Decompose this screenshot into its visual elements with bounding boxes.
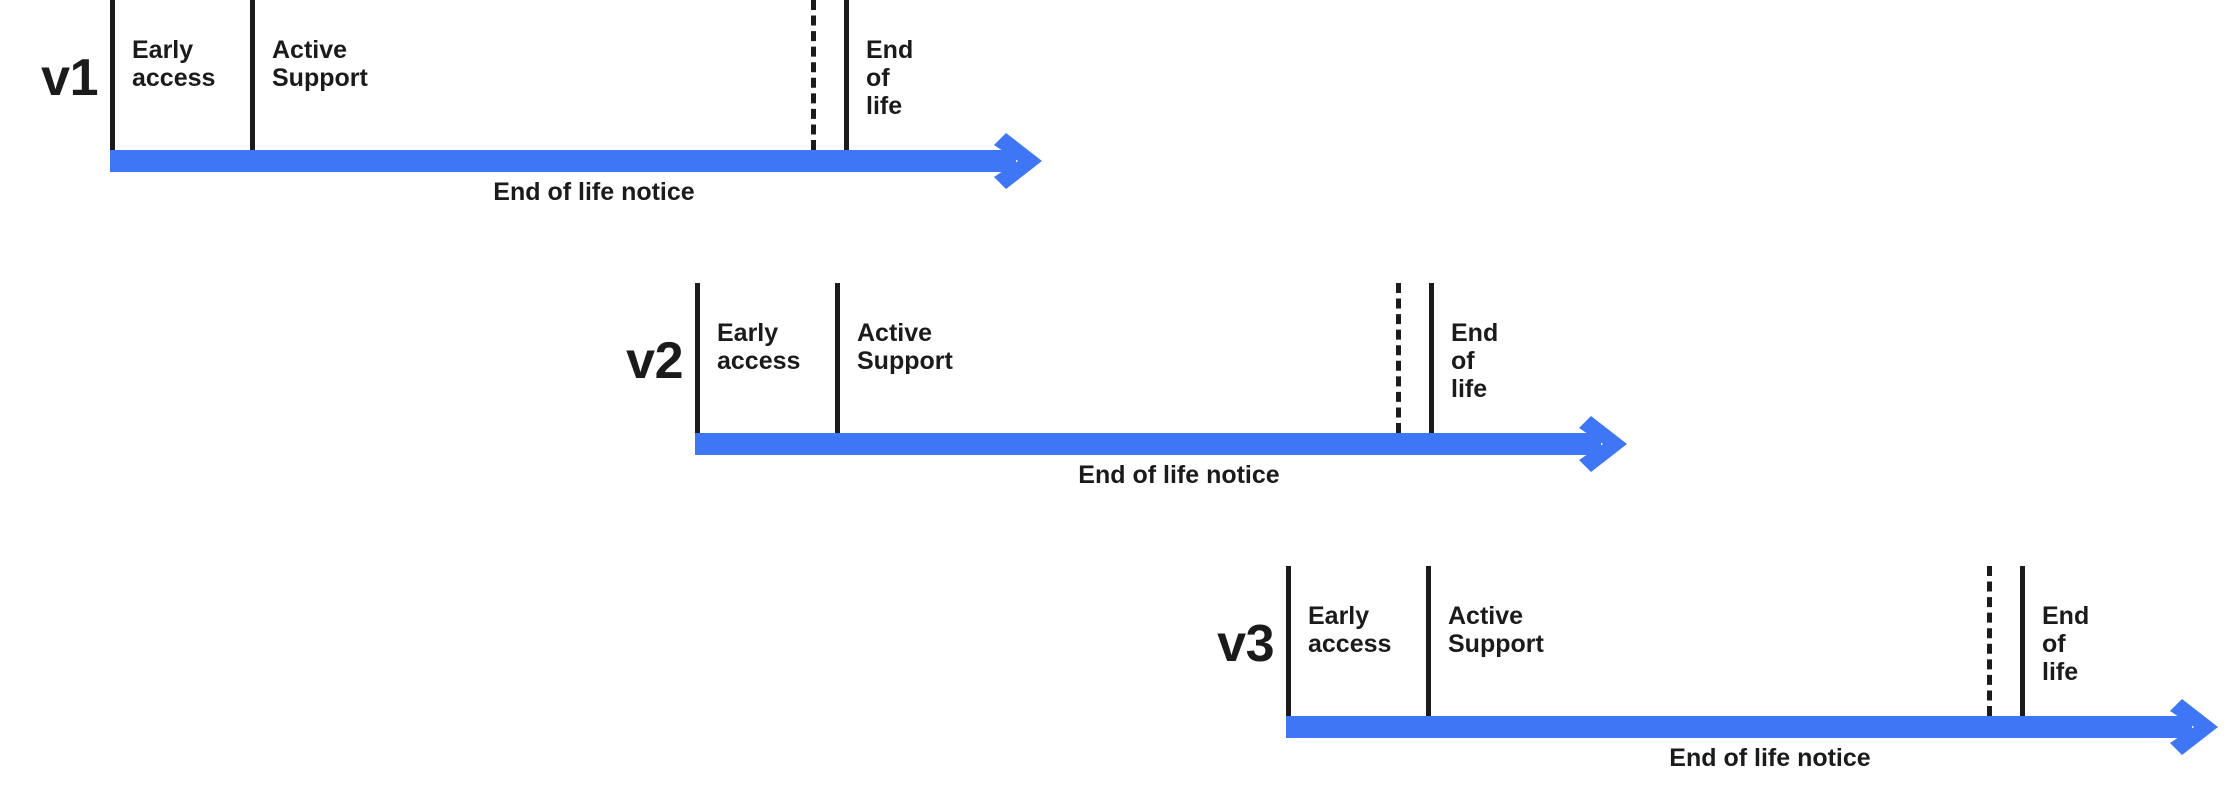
phase-label-v1-1: Active Support xyxy=(272,36,368,92)
arrowhead-icon-v2 xyxy=(1573,412,1637,476)
phase-label-v2-3: End of life xyxy=(1451,319,1499,403)
phase-label-v1-0: Early access xyxy=(132,36,216,92)
version-label-v3: v3 xyxy=(1217,615,1274,673)
eol-notice-divider-v2-2 xyxy=(1396,283,1401,433)
phase-divider-v1-1 xyxy=(250,0,255,150)
phase-divider-v2-3 xyxy=(1429,283,1434,433)
phase-divider-v1-3 xyxy=(844,0,849,150)
eol-notice-divider-v3-2 xyxy=(1987,566,1992,716)
phase-divider-v1-0 xyxy=(110,0,115,150)
eol-notice-label-v1: End of life notice xyxy=(493,178,695,206)
arrowhead-icon-v3 xyxy=(2164,695,2228,759)
phase-label-v2-0: Early access xyxy=(717,319,801,375)
phase-label-v3-0: Early access xyxy=(1308,602,1392,658)
eol-notice-divider-v1-2 xyxy=(811,0,816,150)
arrowhead-icon-v1 xyxy=(988,129,1052,193)
version-label-v2: v2 xyxy=(626,332,683,390)
phase-label-v2-1: Active Support xyxy=(857,319,953,375)
phase-label-v1-3: End of life xyxy=(866,36,914,120)
eol-notice-label-v2: End of life notice xyxy=(1078,461,1280,489)
phase-divider-v3-1 xyxy=(1426,566,1431,716)
version-label-v1: v1 xyxy=(41,49,98,107)
lifecycle-bar-v3 xyxy=(1286,716,2192,738)
phase-divider-v2-1 xyxy=(835,283,840,433)
phase-divider-v3-0 xyxy=(1286,566,1291,716)
phase-label-v3-1: Active Support xyxy=(1448,602,1544,658)
lifecycle-bar-v2 xyxy=(695,433,1601,455)
phase-divider-v3-3 xyxy=(2020,566,2025,716)
phase-divider-v2-0 xyxy=(695,283,700,433)
lifecycle-bar-v1 xyxy=(110,150,1016,172)
eol-notice-label-v3: End of life notice xyxy=(1669,744,1871,772)
phase-label-v3-3: End of life xyxy=(2042,602,2090,686)
